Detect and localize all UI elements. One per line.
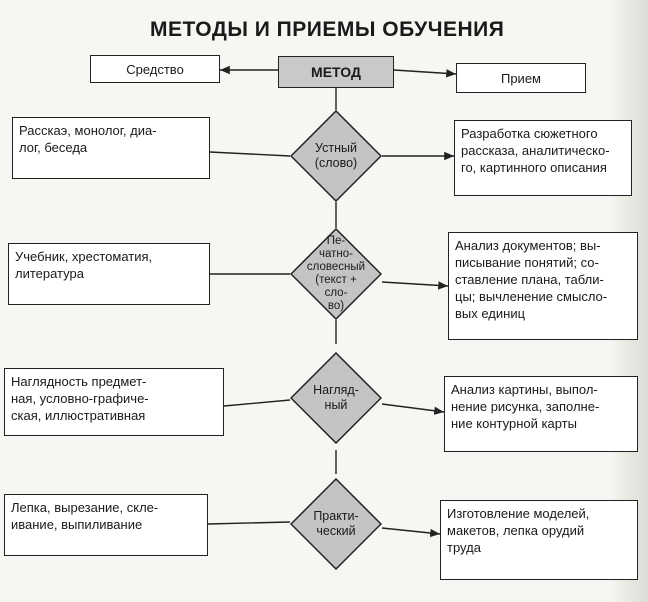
row3-technique-box: Анализ картины, выпол- нение рисунка, за… (444, 376, 638, 452)
row3-left-link (223, 399, 291, 407)
row1-means-box: Расскаэ, монолог, диа- лог, беседа (12, 117, 210, 179)
header-means-label: Средство (126, 61, 184, 77)
row4-right-link (381, 527, 441, 538)
row4-method-label: Практи- ческий (313, 509, 359, 538)
row2-means-box: Учебник, хрестоматия, литература (8, 243, 210, 305)
row3-method-diamond: Нагляд- ный (290, 352, 382, 444)
diagram-title: МЕТОДЫ И ПРИЕМЫ ОБУЧЕНИЯ (150, 18, 505, 41)
row1-technique-box: Разработка сюжетного рассказа, аналитиче… (454, 120, 632, 196)
row2-right-link (381, 281, 449, 290)
row4-method-diamond: Практи- ческий (290, 478, 382, 570)
row1-method-label: Устный (слово) (314, 141, 358, 170)
arrow-to-technique (393, 69, 457, 78)
row3-method-label: Нагляд- ный (313, 383, 359, 412)
row3-means-box: Наглядность предмет- ная, условно-графич… (4, 368, 224, 436)
row3-right-link (381, 403, 445, 415)
header-method-label: МЕТОД (311, 63, 361, 80)
row2-method-label: Пе- чатно- словесный (текст + сло- во) (306, 235, 366, 312)
header-technique-box: Прием (456, 63, 586, 93)
row2-method-diamond: Пе- чатно- словесный (текст + сло- во) (290, 228, 382, 320)
row2-technique-box: Анализ документов; вы- писывание понятий… (448, 232, 638, 340)
row1-left-link (209, 151, 291, 157)
row4-technique-box: Изготовление моделей, макетов, лепка ору… (440, 500, 638, 580)
row4-left-link (207, 521, 291, 525)
row1-method-diamond: Устный (слово) (290, 110, 382, 202)
header-method-box: МЕТОД (278, 56, 394, 88)
header-means-box: Средство (90, 55, 220, 83)
row4-means-box: Лепка, вырезание, скле- ивание, выпилива… (4, 494, 208, 556)
header-technique-label: Прием (500, 70, 541, 86)
